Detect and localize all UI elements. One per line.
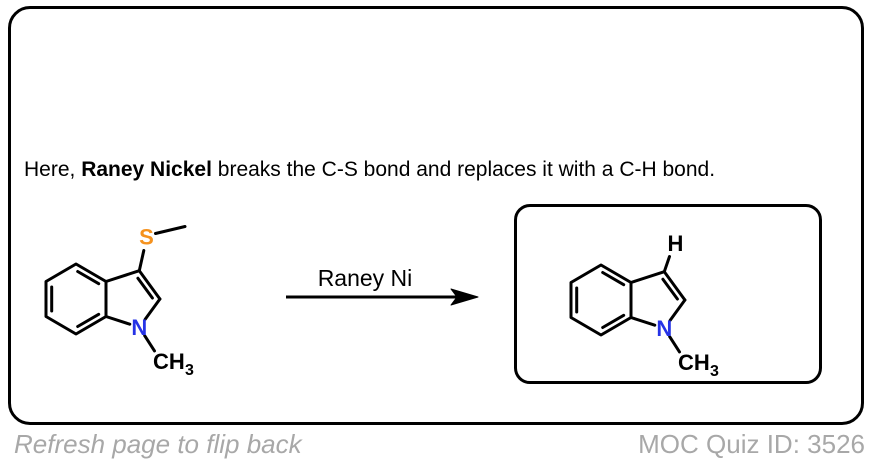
product-box: H N CH 3	[514, 204, 822, 384]
benzene-double-bond	[601, 313, 626, 329]
n-methyl-bond	[668, 335, 681, 354]
reactant-structure: S N CH 3	[44, 225, 194, 379]
explanation-bold-term: Raney Nickel	[81, 158, 212, 181]
explanation-prefix: Here,	[24, 158, 82, 181]
reaction-arrow: Raney Ni	[286, 265, 479, 306]
hydrogen-atom-label: H	[668, 231, 684, 256]
n-methyl-subscript: 3	[710, 363, 719, 380]
s-methyl-bond	[154, 225, 187, 235]
n-methyl-bond	[143, 334, 156, 353]
benzene-ring	[569, 263, 633, 337]
product-structure: H N CH 3	[569, 231, 719, 380]
c3-h-bond	[662, 255, 671, 274]
n-methyl-subscript: 3	[185, 362, 194, 379]
nitrogen-atom-label: N	[131, 315, 147, 340]
flip-hint: Refresh page to flip back	[14, 429, 302, 459]
c2-c3-double-bond	[136, 276, 154, 300]
benzene-double-bond	[76, 312, 101, 328]
n-methyl-label: CH	[153, 349, 185, 374]
benzene-ring	[44, 262, 108, 336]
c2-n-bond	[143, 297, 162, 321]
explanation-text: Here, Raney Nickel breaks the C-S bond a…	[24, 158, 715, 182]
flashcard-panel: Here, Raney Nickel breaks the C-S bond a…	[8, 6, 864, 425]
n-methyl-label: CH	[678, 350, 710, 375]
reagent-label: Raney Ni	[318, 265, 413, 291]
n-c7a-bond	[104, 315, 132, 326]
n-c7a-bond	[629, 316, 657, 327]
benzene-double-bond	[76, 270, 101, 286]
explanation-suffix: breaks the C-S bond and replaces it with…	[211, 158, 716, 181]
benzene-double-bond	[601, 271, 626, 287]
quiz-id: MOC Quiz ID: 3526	[638, 429, 865, 459]
nitrogen-atom-label: N	[656, 316, 672, 341]
arrow-head	[450, 288, 479, 306]
c2-n-bond	[668, 298, 687, 322]
c2-c3-double-bond	[661, 277, 679, 301]
sulfur-atom-label: S	[139, 225, 154, 250]
c3-s-bond	[137, 249, 146, 273]
